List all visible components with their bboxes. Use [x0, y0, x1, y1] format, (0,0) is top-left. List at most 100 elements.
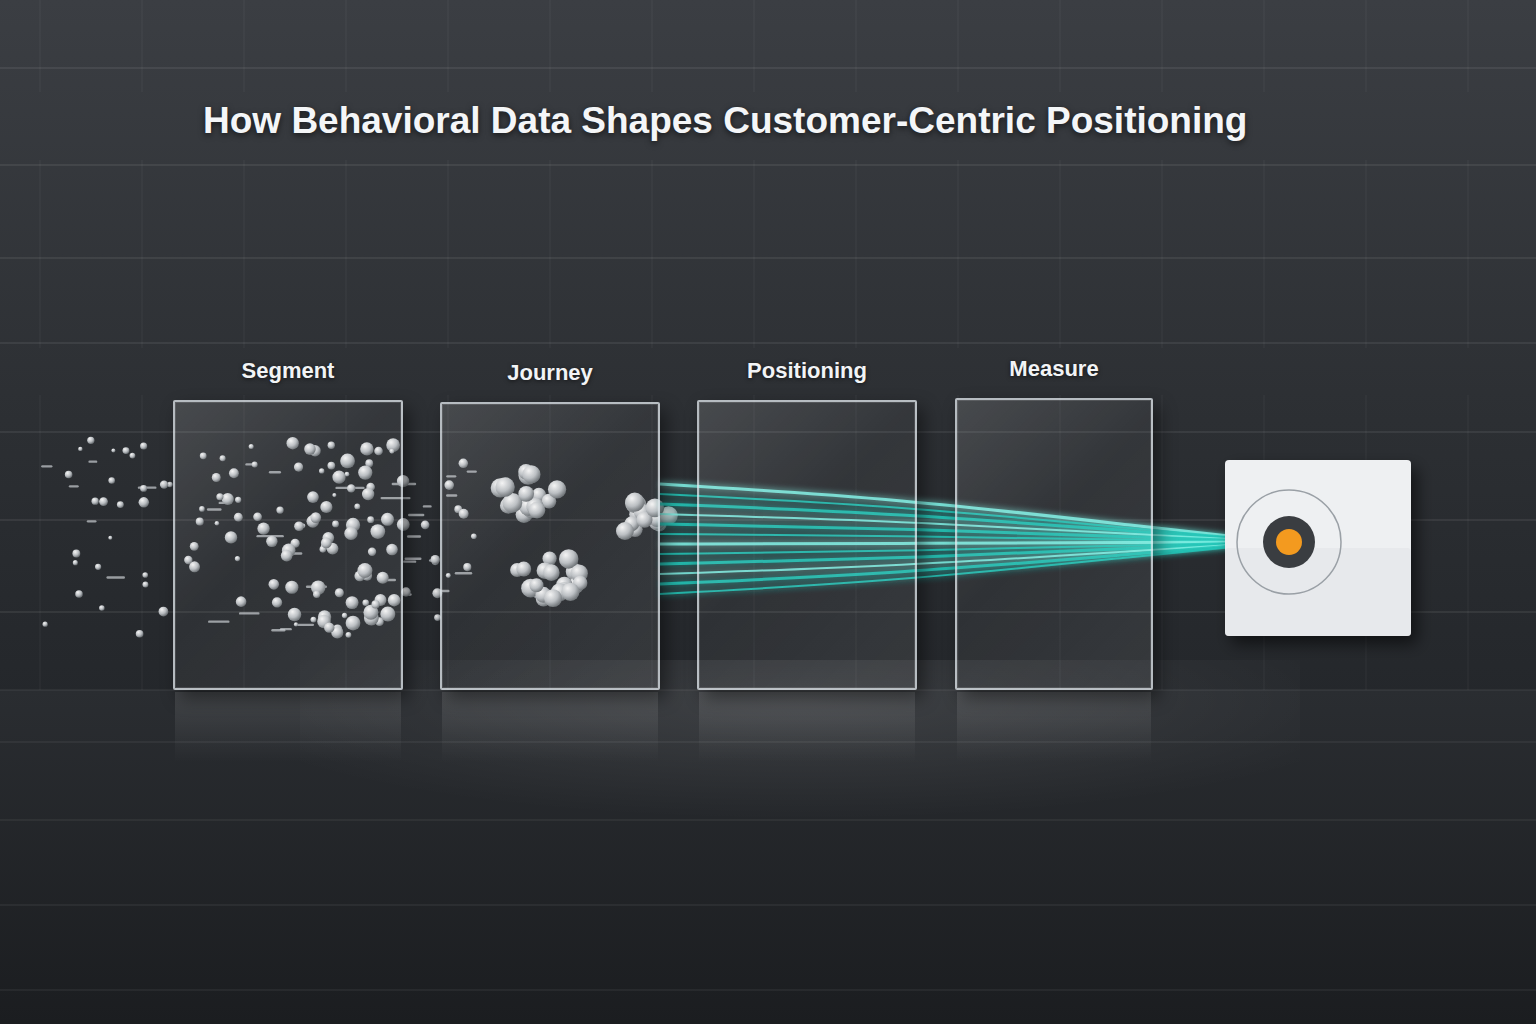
particle [130, 453, 136, 459]
grid-line [0, 68, 1536, 69]
grid-line [0, 343, 1536, 344]
glass-panel: Segment [173, 400, 403, 690]
particle [142, 582, 148, 588]
particle-streak [407, 535, 421, 537]
grid-lines [0, 0, 1536, 990]
grid-line [1468, 0, 1469, 92]
particle [136, 630, 144, 638]
wall [0, 0, 1536, 700]
grid-line [1366, 0, 1367, 92]
grid-line [244, 0, 245, 92]
panel-heading: Positioning [747, 358, 867, 384]
particle [43, 622, 48, 627]
particle-streak [88, 460, 97, 462]
particle-streak [41, 465, 52, 467]
particle-streak [403, 560, 416, 562]
glass-panel: Journey [440, 402, 660, 690]
particle [111, 448, 115, 452]
target-dot [1276, 529, 1302, 555]
particle-streak [69, 485, 79, 487]
particle-streak [405, 557, 422, 559]
reflection [957, 692, 1151, 762]
grid-line [0, 165, 1536, 166]
grid-line [1162, 0, 1163, 92]
particle [139, 497, 149, 507]
glass-panel: Measure [955, 398, 1153, 690]
particle [140, 442, 147, 449]
grid-line [40, 0, 41, 92]
particle [117, 501, 124, 508]
reflection [699, 692, 915, 762]
grid-line [1366, 160, 1367, 348]
target-core [1263, 516, 1315, 568]
target-box [1225, 460, 1411, 636]
particle [421, 521, 430, 530]
grid-line [346, 0, 347, 92]
particle [431, 555, 440, 564]
target-block [1225, 460, 1411, 636]
particle [99, 605, 105, 611]
grid-line [40, 395, 41, 690]
grid-line [856, 160, 857, 348]
title: How Behavioral Data Shapes Customer-Cent… [203, 100, 1247, 142]
grid-line [856, 0, 857, 92]
grid-line [958, 160, 959, 348]
grid-line [1468, 160, 1469, 348]
particle [108, 477, 115, 484]
particle [122, 447, 129, 454]
particle-streak [87, 520, 97, 522]
grid-line [40, 160, 41, 348]
grid-line [142, 160, 143, 348]
particle-streak [408, 514, 424, 516]
grid-line [0, 820, 1536, 821]
target-box-shade [1225, 548, 1411, 636]
grid-line [1162, 160, 1163, 348]
grid-line [550, 160, 551, 348]
particle [159, 607, 169, 617]
target-ring [1237, 490, 1341, 594]
grid-line [448, 0, 449, 92]
particle [72, 550, 80, 558]
reflection [442, 692, 658, 762]
grid-line [142, 0, 143, 92]
grid-line [0, 905, 1536, 906]
grid-line [754, 0, 755, 92]
particle [78, 447, 82, 451]
panel-heading: Journey [507, 360, 593, 386]
particle [91, 498, 98, 505]
grid-line [1468, 395, 1469, 690]
particle [87, 437, 94, 444]
panel-heading: Segment [242, 358, 335, 384]
grid-line [652, 160, 653, 348]
particle [108, 536, 112, 540]
grid-line [1060, 160, 1061, 348]
grid-line [0, 990, 1536, 991]
grid-line [0, 258, 1536, 259]
grid-line [958, 0, 959, 92]
particle [99, 497, 108, 506]
reflection [175, 692, 401, 762]
particle-streak [106, 576, 125, 578]
panel-heading: Measure [1009, 356, 1098, 382]
particle [140, 485, 147, 492]
panel-reflections [175, 692, 1151, 762]
particle [160, 480, 168, 488]
grid-line [550, 0, 551, 92]
particle [65, 471, 73, 479]
grid-line [652, 0, 653, 92]
grid-line [346, 160, 347, 348]
grid-line [244, 160, 245, 348]
particle [73, 560, 78, 565]
grid-line [142, 395, 143, 690]
grid-line [1264, 0, 1265, 92]
grid-line [754, 160, 755, 348]
grid-line [1264, 160, 1265, 348]
grid-line [448, 160, 449, 348]
grid-line [1060, 0, 1061, 92]
particle [142, 572, 148, 578]
particle [75, 590, 82, 597]
glass-panel: Positioning [697, 400, 917, 690]
particle-streak [423, 505, 432, 507]
